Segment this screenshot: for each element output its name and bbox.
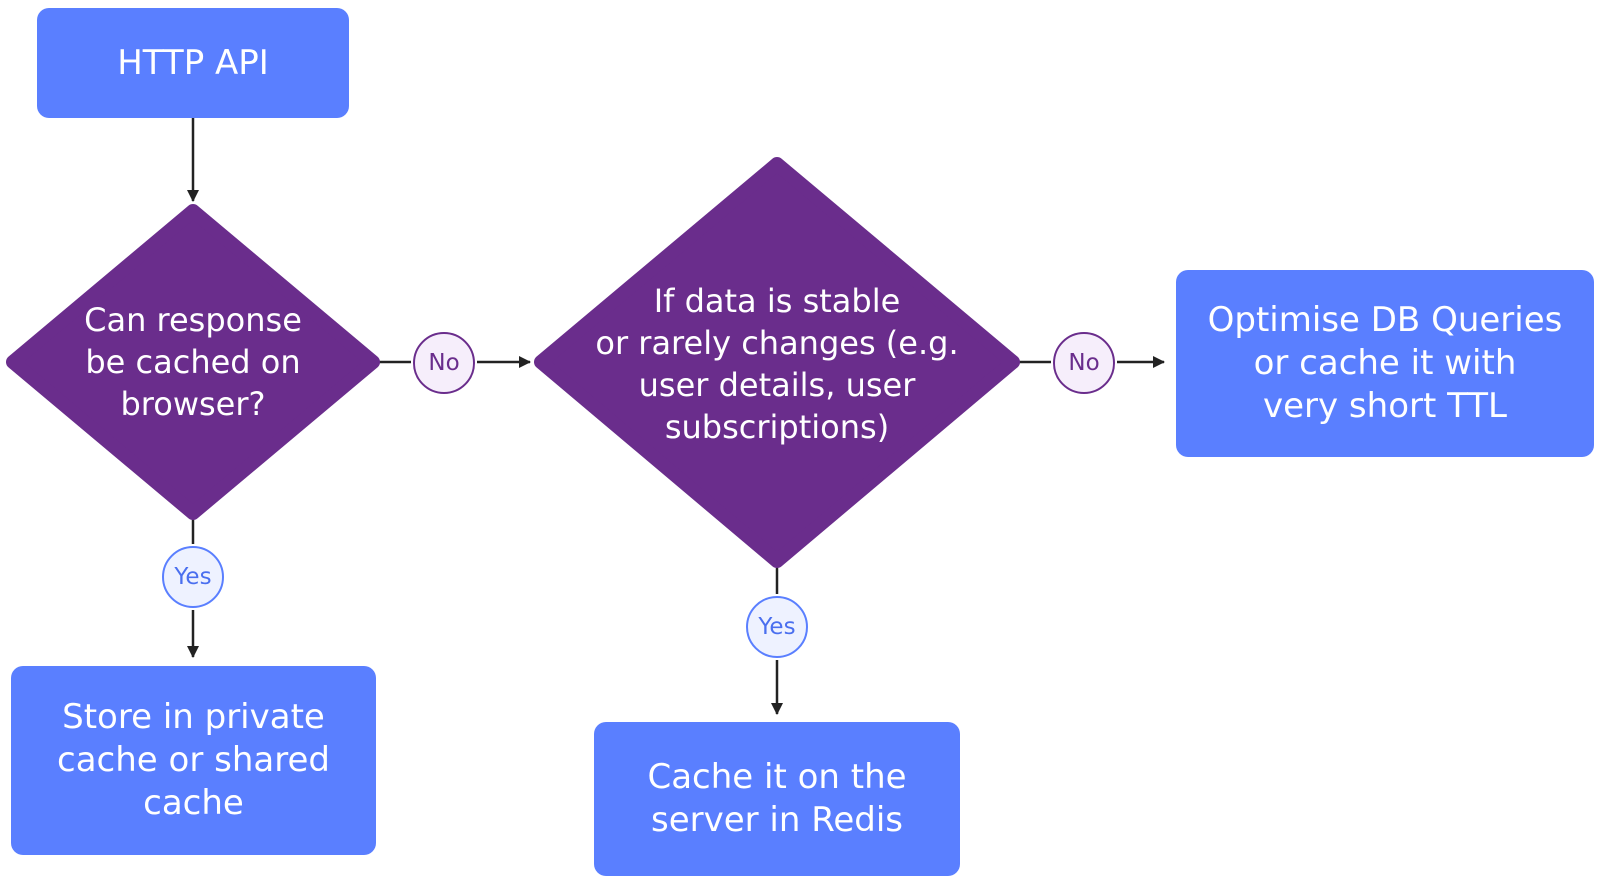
- edge-label-browser-yes: Yes: [162, 546, 224, 608]
- node-http-api: HTTP API: [37, 8, 349, 118]
- decision-text-stable-data: If data is stable or rarely changes (e.g…: [595, 282, 959, 446]
- decision-diamond-stable-data: [534, 157, 1020, 568]
- node-cache-redis: Cache it on the server in Redis: [594, 722, 960, 876]
- decision-text-browser-cache: Can response be cached on browser?: [84, 301, 302, 423]
- edge-label-stable-no: No: [1053, 332, 1115, 394]
- edge-label-browser-no: No: [413, 332, 475, 394]
- edge-label-stable-yes: Yes: [746, 596, 808, 658]
- node-optimise-db: Optimise DB Queries or cache it with ver…: [1176, 270, 1594, 457]
- decision-diamond-browser-cache: [6, 204, 380, 520]
- node-store-private-cache: Store in private cache or shared cache: [11, 666, 376, 855]
